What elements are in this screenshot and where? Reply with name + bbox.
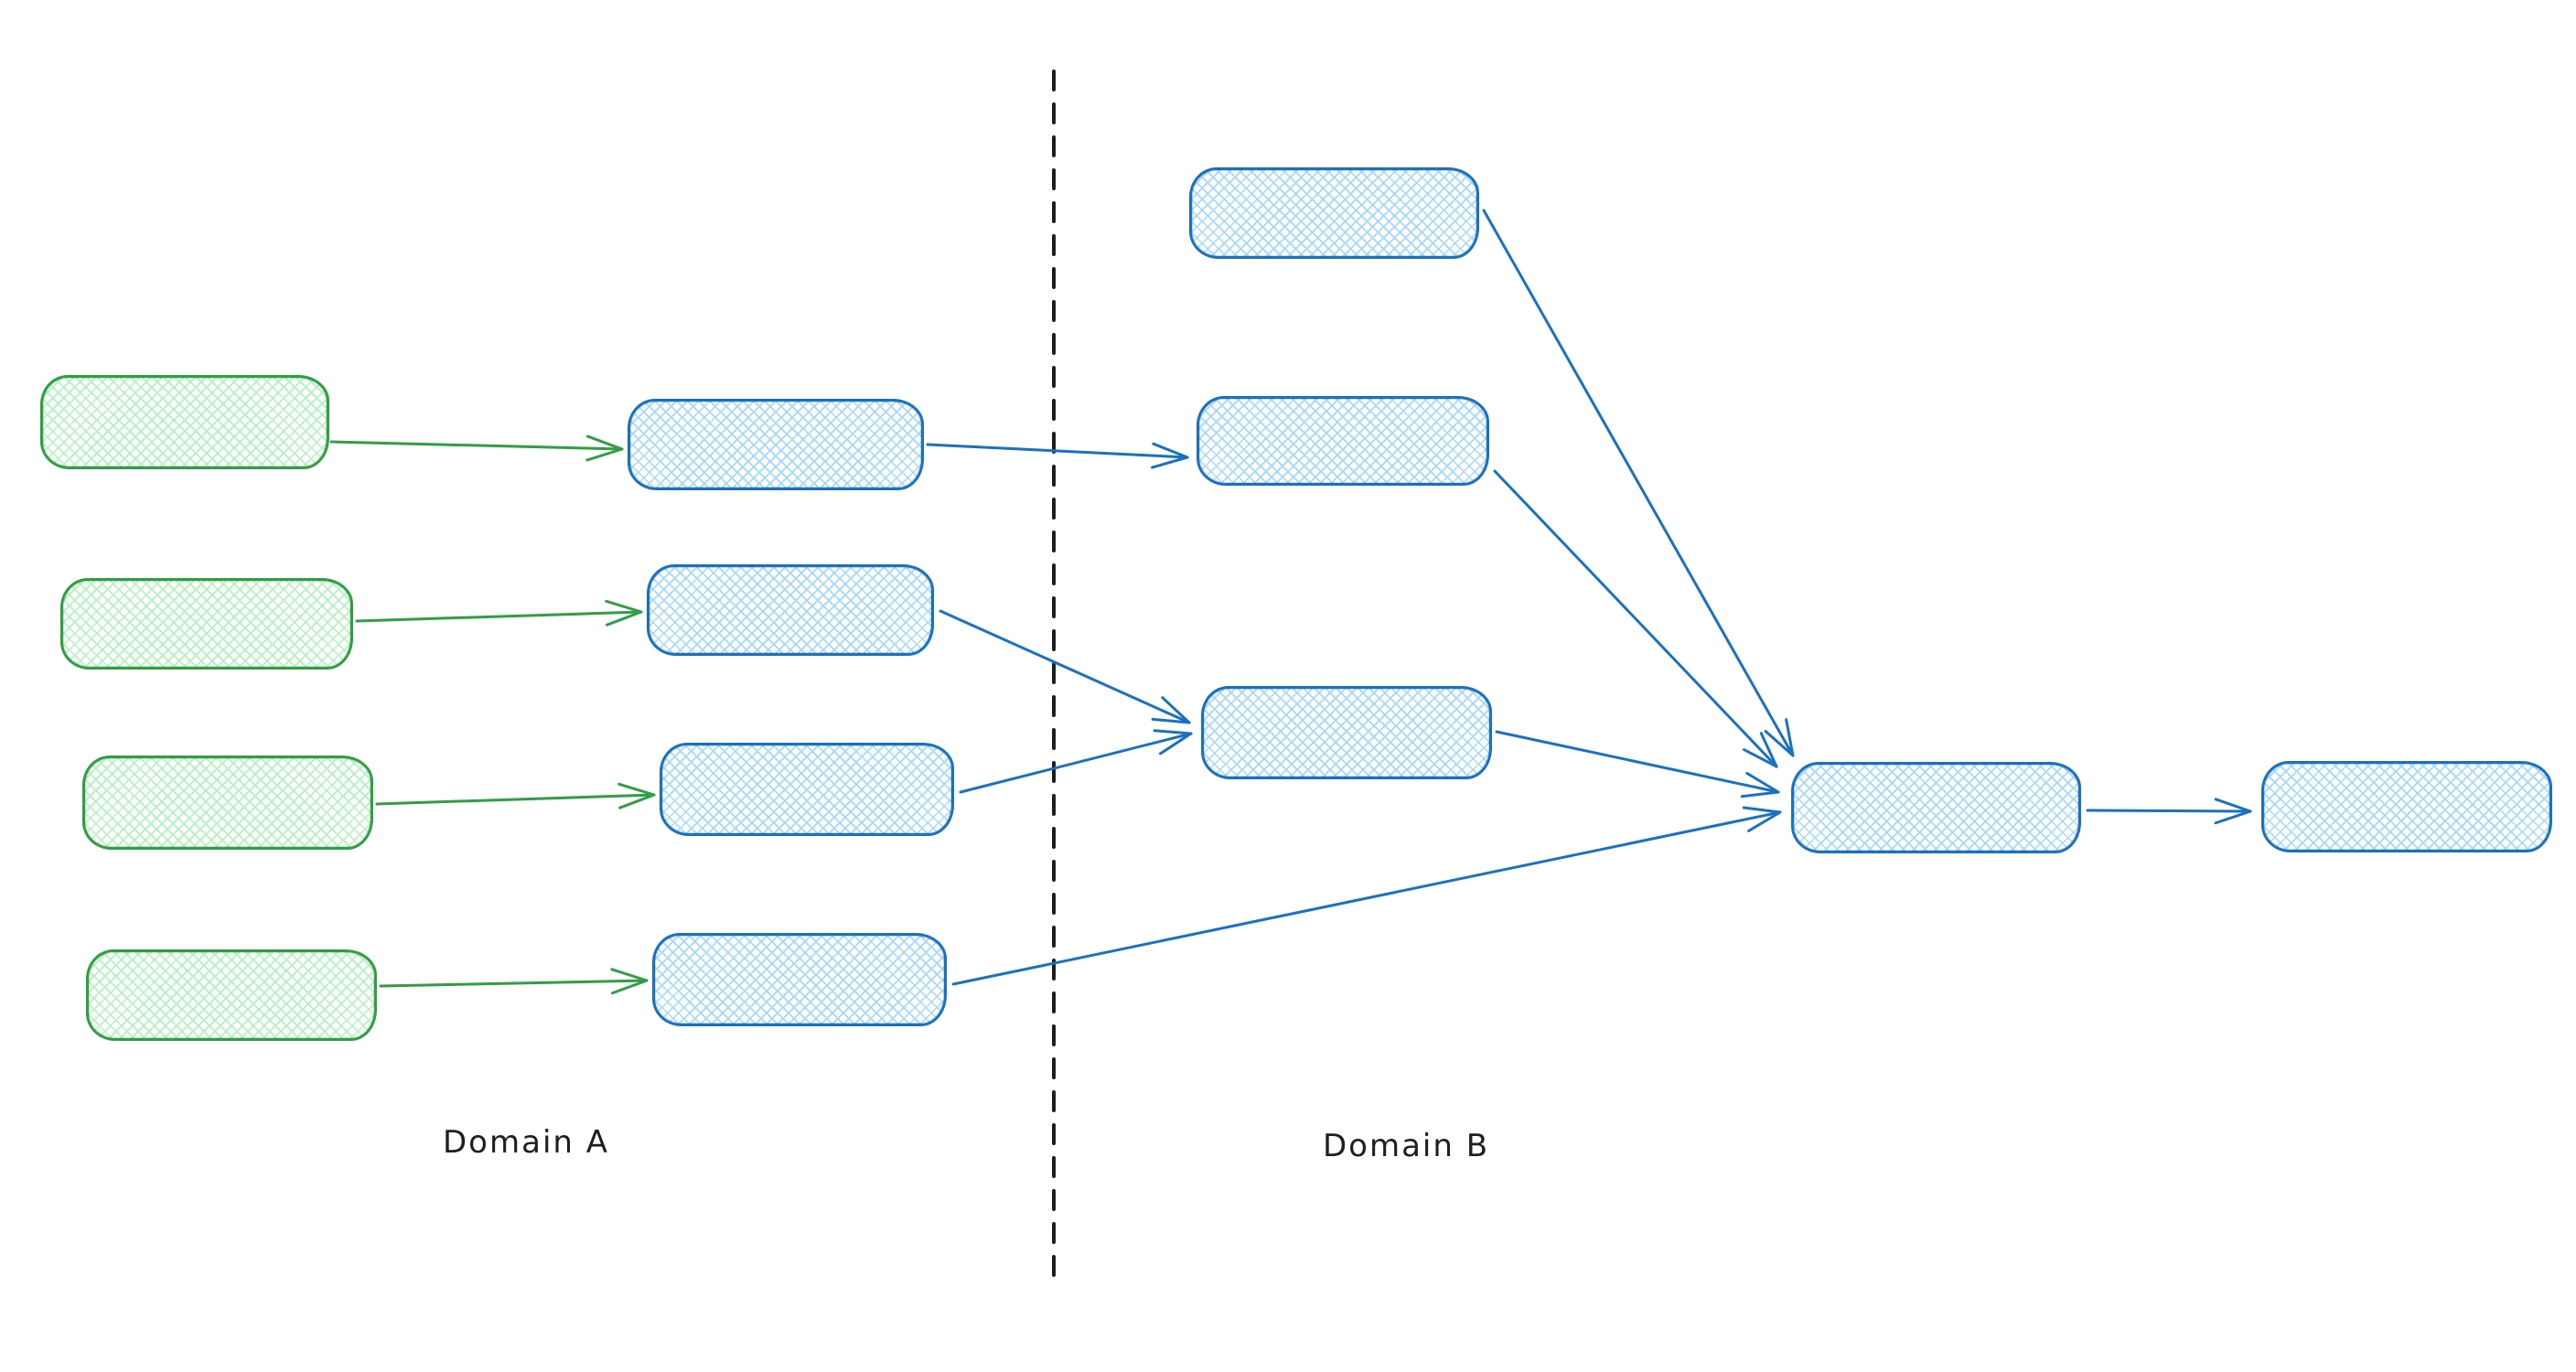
arrow-process1-to-bnode2: [926, 443, 1189, 459]
arrow-source4-to-process4-head-2: [610, 979, 649, 995]
arrow-source3-to-process3: [375, 793, 656, 806]
arrow-bnode1-to-aggregator-head-1: [1785, 718, 1795, 757]
arrow-source3-to-process3-head-1: [617, 782, 656, 797]
arrow-process1-to-bnode2-head-2: [1151, 456, 1189, 469]
arrow-aggregator-to-output-head-1: [2214, 798, 2252, 813]
arrow-process2-to-bnode3-head-1: [1161, 696, 1191, 724]
domain-a-process-1-box: [628, 399, 924, 490]
arrow-source2-to-process2-head-1: [605, 599, 643, 614]
arrow-process2-to-bnode3: [939, 609, 1191, 724]
arrow-bnode1-to-aggregator-head-2: [1764, 729, 1795, 757]
arrow-aggregator-to-output: [2086, 809, 2252, 813]
arrow-bnode3-to-aggregator-head-2: [1740, 790, 1780, 799]
domain-a-process-4-box: [652, 933, 947, 1026]
arrow-bnode1-to-aggregator: [1482, 209, 1795, 757]
arrow-process2-to-bnode3-head-2: [1151, 717, 1191, 724]
arrow-process4-to-aggregator-head-1: [1742, 806, 1782, 814]
arrow-source2-to-process2-head-2: [606, 610, 643, 627]
domain-a-source-2-box: [60, 578, 353, 670]
arrow-bnode2-to-aggregator-head-2: [1743, 748, 1778, 768]
arrow-process3-to-bnode3-head-2: [1159, 732, 1193, 756]
domain-a-source-1-box: [40, 375, 329, 469]
arrow-process4-to-aggregator-head-2: [1747, 810, 1782, 832]
arrow-bnode3-to-aggregator: [1495, 730, 1780, 794]
arrow-process3-to-bnode3-head-1: [1153, 729, 1193, 735]
arrow-bnode2-to-aggregator-head-1: [1759, 732, 1778, 768]
arrow-source1-to-process1-head-1: [585, 434, 624, 451]
arrow-source1-to-process1-head-2: [585, 447, 624, 462]
domain-b-aggregator-box: [1791, 762, 2081, 853]
arrow-bnode2-to-aggregator: [1493, 469, 1778, 768]
arrow-process1-to-bnode2-head-1: [1152, 442, 1189, 459]
domain-b-output-box: [2261, 761, 2552, 852]
domain-b-label: Domain B: [1322, 1128, 1490, 1164]
domain-b-node-3-box: [1201, 686, 1492, 779]
arrow-bnode3-to-aggregator-head-1: [1745, 771, 1780, 794]
arrow-source4-to-process4: [379, 979, 649, 988]
arrow-source4-to-process4-head-1: [610, 968, 649, 982]
domain-a-process-3-box: [660, 743, 954, 836]
domain-b-node-2-box: [1197, 396, 1489, 486]
domain-a-process-2-box: [647, 564, 934, 656]
arrow-process4-to-aggregator: [951, 810, 1782, 986]
domain-a-label: Domain A: [443, 1124, 609, 1161]
arrow-aggregator-to-output-head-2: [2214, 809, 2252, 825]
domain-b-node-1-box: [1189, 167, 1479, 259]
arrow-source1-to-process1: [329, 440, 624, 451]
domain-a-source-4-box: [86, 949, 377, 1041]
arrow-source3-to-process3-head-2: [618, 793, 656, 809]
arrow-source2-to-process2: [355, 610, 643, 623]
domain-a-source-3-box: [82, 756, 373, 850]
arrow-process3-to-bnode3: [959, 732, 1193, 794]
